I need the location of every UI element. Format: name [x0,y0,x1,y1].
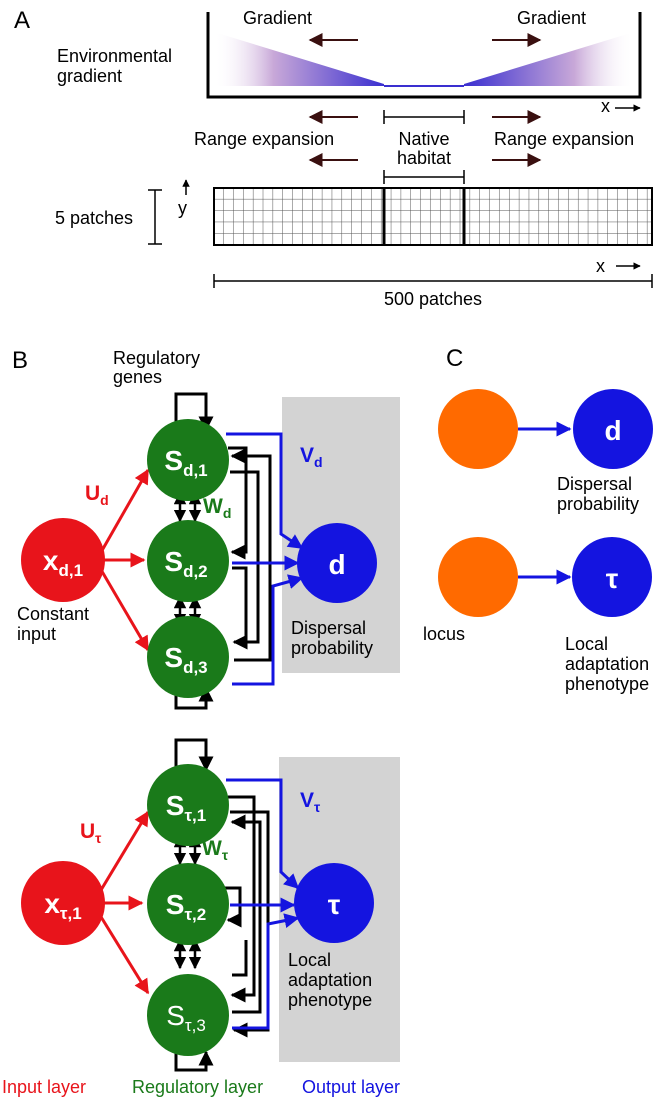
feedback-t1-t3 [228,795,256,1003]
svg-text:Sτ,3: Sτ,3 [166,1000,206,1035]
svg-text:Sd,1: Sd,1 [164,445,207,480]
w-d-label: Wd [203,495,231,521]
node-s-d2: Sd,2 [147,520,229,602]
panel-b-letter: B [12,347,28,374]
panel-b: B Regulatory genes xd,1 [2,347,400,1097]
locus-node-tau [438,537,518,617]
panel-c-node-d: d [573,389,653,469]
feedback-d2-d3 [232,566,248,640]
range-expansion-right: Range expansion [494,129,634,149]
x-axis-label: x [601,96,610,116]
range-expansion-left: Range expansion [194,129,334,149]
u-d-label: Ud [85,482,109,508]
legend-input-layer: Input layer [2,1077,86,1097]
v-tau-label: Vτ [300,789,321,815]
node-s-d1: Sd,1 [147,419,229,501]
panel-a-letter: A [14,7,30,34]
feedback-t3-t1 [230,814,262,1014]
env-gradient-label-2: gradient [57,66,122,86]
regulatory-genes-label-2: genes [113,367,162,387]
panel-c-local-2: adaptation [565,654,649,674]
self-loop-d3 [174,686,214,710]
local-adaptation-label-1: Local [288,950,331,970]
u-x-to-t3 [96,911,150,995]
constant-input-label-1: Constant [17,604,89,624]
node-x-t1: xτ,1 [21,861,105,945]
v-t3-to-tau [232,913,300,1030]
local-adaptation-label-2: adaptation [288,970,372,990]
gradient-label-left: Gradient [243,8,312,28]
node-out-d: d [297,523,377,603]
panel-c: C d Dispersal probability τ locus Local … [423,345,653,694]
svg-text:Sτ,1: Sτ,1 [166,790,206,825]
self-loop-t1 [174,738,214,772]
locus-label: locus [423,624,465,644]
panel-c-local-3: phenotype [565,674,649,694]
env-gradient-label-1: Environmental [57,46,172,66]
panel-c-letter: C [446,345,463,372]
v-d1-to-d [226,432,304,550]
gradient-frame [206,12,642,99]
native-label-1: Native [398,129,449,149]
locus-node-d [438,389,518,469]
width-label: 500 patches [384,289,482,309]
w-tau-label: Wτ [202,837,229,863]
svg-text:τ: τ [606,563,619,594]
patch-grid [213,187,653,246]
feedback-t3-t2 [232,940,248,977]
feedback-d1-d3 [230,470,260,650]
panel-a: A Environmental gradient Gradient Gradie… [14,7,653,309]
legend-regulatory-layer: Regulatory layer [132,1077,263,1097]
u-tau-label: Uτ [80,820,102,846]
v-d3-to-d [232,574,304,686]
dispersal-label-2: probability [291,638,373,658]
gradient-label-right: Gradient [517,8,586,28]
u-x-to-d1 [98,468,150,555]
svg-text:Sτ,2: Sτ,2 [166,889,206,924]
node-s-t3: Sτ,3 [147,974,229,1056]
node-out-tau: τ [294,863,374,943]
patches-label: 5 patches [55,208,133,228]
panel-c-local-1: Local [565,634,608,654]
node-x-d1: xd,1 [21,518,105,602]
svg-text:Sd,2: Sd,2 [164,546,207,581]
gradient-wedge-right [464,32,634,86]
v-d-label: Vd [300,444,323,470]
legend-output-layer: Output layer [302,1077,400,1097]
panel-c-dispersal-1: Dispersal [557,474,632,494]
svg-text:xd,1: xd,1 [43,545,83,580]
dispersal-label-1: Dispersal [291,618,366,638]
svg-text:d: d [328,549,345,580]
node-s-t2: Sτ,2 [147,863,229,945]
node-s-d3: Sd,3 [147,616,229,698]
feedback-d3-d1 [230,448,272,662]
constant-input-label-2: input [17,624,56,644]
feedback-d1-d2 [228,446,248,560]
v-t1-to-tau [226,778,300,890]
local-adaptation-label-3: phenotype [288,990,372,1010]
gradient-wedge-left [214,32,384,86]
panel-c-dispersal-2: probability [557,494,639,514]
svg-text:xτ,1: xτ,1 [44,888,81,923]
regulatory-genes-label-1: Regulatory [113,348,200,368]
u-x-to-d3 [98,567,150,652]
node-s-t1: Sτ,1 [147,764,229,846]
u-x-to-t1 [96,810,150,896]
feedback-t1-t3-outer [230,810,270,1038]
native-label-2: habitat [397,148,451,168]
svg-text:d: d [604,415,621,446]
y-axis-label: y [178,198,187,218]
svg-text:Sd,3: Sd,3 [164,642,207,677]
self-loop-d1 [174,392,214,432]
self-loop-t3 [174,1050,214,1072]
grid-x-axis-label: x [596,256,605,276]
panel-c-node-tau: τ [572,537,652,617]
svg-text:τ: τ [328,889,341,920]
